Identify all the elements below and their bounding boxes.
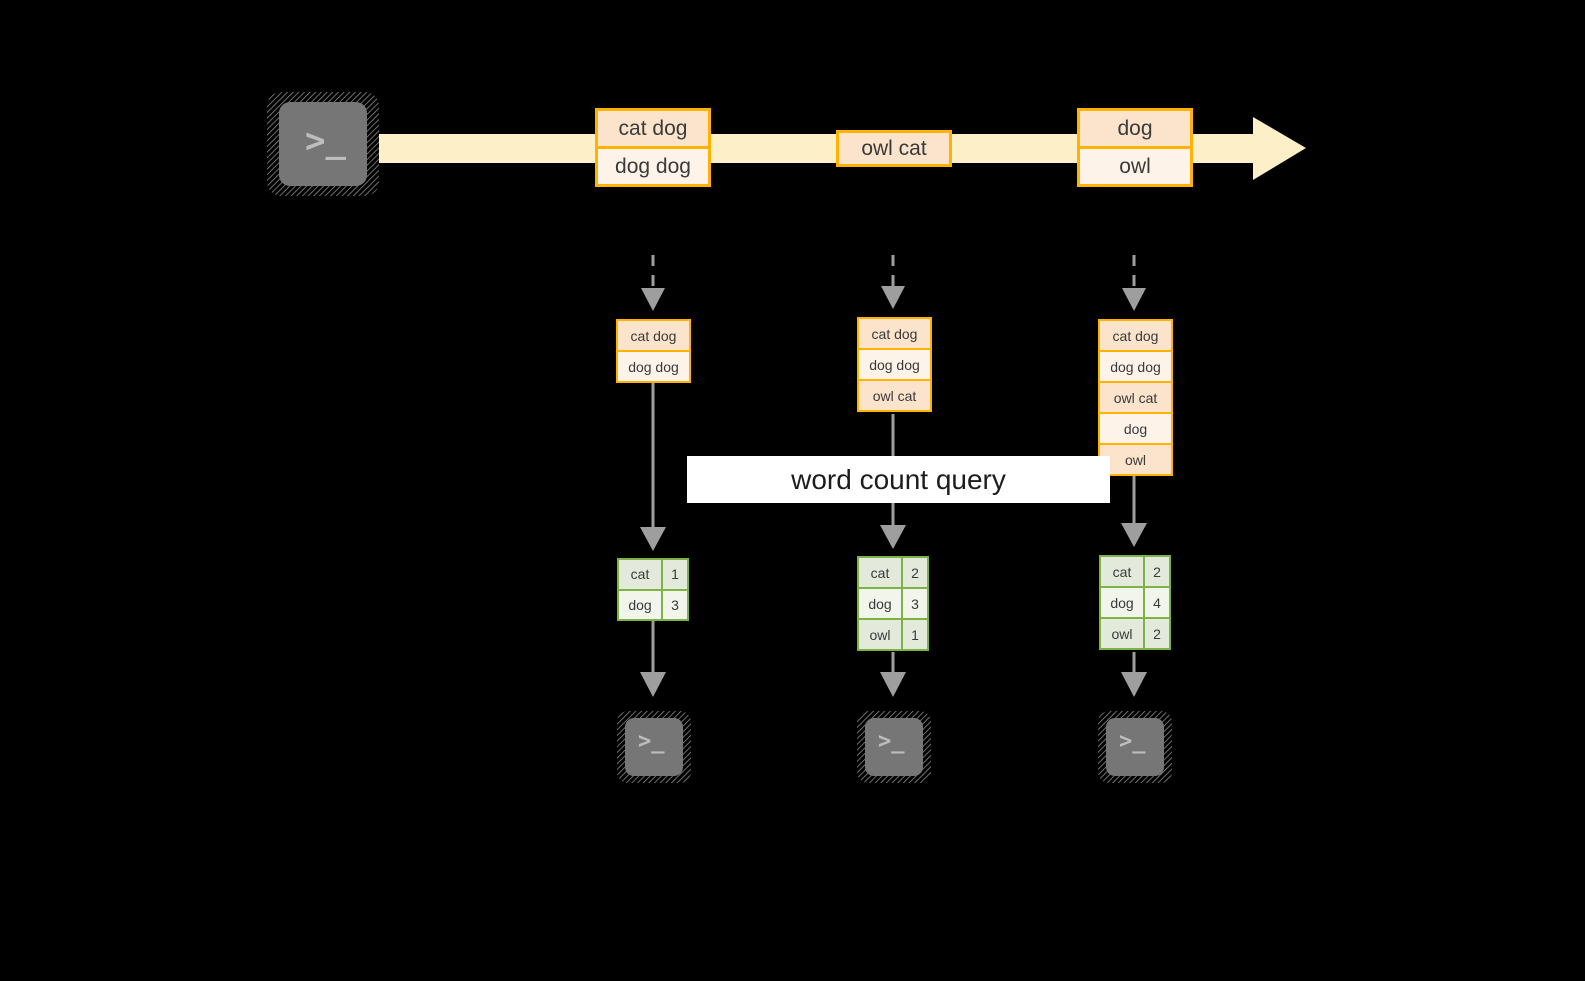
solid-down-arrow-head <box>880 672 906 697</box>
record-line: dog dog <box>1100 350 1171 381</box>
record-line: owl cat <box>1100 381 1171 412</box>
count-cell: 3 <box>661 590 687 619</box>
source-terminal-icon <box>267 92 379 196</box>
sink-terminal-icon <box>1098 711 1172 783</box>
record-line: owl <box>1100 443 1171 474</box>
word-cell: dog <box>1101 588 1143 617</box>
word-cell: dog <box>859 589 901 618</box>
word-cell: owl <box>1101 619 1143 648</box>
solid-down-arrow-head <box>1121 523 1147 547</box>
stream-batch-3[interactable]: dog owl <box>1077 108 1193 187</box>
word-cell: cat <box>1101 557 1143 586</box>
count-cell: 1 <box>901 620 927 649</box>
record-line: dog dog <box>859 348 930 379</box>
record-line: cat dog <box>598 111 708 146</box>
word-cell: cat <box>859 558 901 587</box>
table-row: owl 2 <box>1101 617 1169 648</box>
record-line: cat dog <box>618 321 689 350</box>
record-line: dog dog <box>618 350 689 381</box>
solid-down-arrow-head <box>640 527 666 551</box>
record-line: cat dog <box>859 319 930 348</box>
table-row: cat 1 <box>619 560 687 589</box>
stream-batch-2[interactable]: owl cat <box>836 130 952 167</box>
dashed-down-arrow-head <box>881 286 905 309</box>
record-line: owl cat <box>839 133 949 164</box>
query-label: word count query <box>687 456 1110 503</box>
table-row: dog 4 <box>1101 586 1169 617</box>
stream-batch-1[interactable]: cat dog dog dog <box>595 108 711 187</box>
solid-down-arrow-head <box>880 525 906 549</box>
count-cell: 2 <box>901 558 927 587</box>
table-row: owl 1 <box>859 618 927 649</box>
table-row: dog 3 <box>619 588 687 619</box>
record-line: owl cat <box>859 379 930 410</box>
count-cell: 3 <box>901 589 927 618</box>
input-table-trigger-1[interactable]: cat dog dog dog <box>616 319 691 383</box>
word-cell: cat <box>619 560 661 589</box>
result-table-trigger-1[interactable]: cat 1 dog 3 <box>617 558 689 621</box>
terminal-prompt-glyph: >_ <box>305 121 346 161</box>
record-line: cat dog <box>1100 321 1171 350</box>
count-cell: 4 <box>1143 588 1169 617</box>
solid-down-arrow-head <box>1121 672 1147 697</box>
word-cell: owl <box>859 620 901 649</box>
dashed-down-arrow-head <box>641 288 665 311</box>
record-line: dog <box>1100 412 1171 443</box>
result-table-trigger-2[interactable]: cat 2 dog 3 owl 1 <box>857 556 929 651</box>
record-line: owl <box>1080 146 1190 184</box>
table-row: dog 3 <box>859 587 927 618</box>
record-line: dog <box>1080 111 1190 146</box>
table-row: cat 2 <box>1101 557 1169 586</box>
terminal-prompt-glyph: >_ <box>638 729 665 754</box>
count-cell: 2 <box>1143 619 1169 648</box>
word-cell: dog <box>619 590 661 619</box>
terminal-prompt-glyph: >_ <box>878 729 905 754</box>
dashed-down-arrow-head <box>1122 288 1146 311</box>
table-row: cat 2 <box>859 558 927 587</box>
count-cell: 2 <box>1143 557 1169 586</box>
sink-terminal-icon <box>857 711 931 783</box>
input-table-trigger-3[interactable]: cat dog dog dog owl cat dog owl <box>1098 319 1173 476</box>
record-line: dog dog <box>598 146 708 184</box>
input-table-trigger-2[interactable]: cat dog dog dog owl cat <box>857 317 932 412</box>
terminal-prompt-glyph: >_ <box>1119 729 1146 754</box>
solid-down-arrow-head <box>640 672 666 697</box>
result-table-trigger-3[interactable]: cat 2 dog 4 owl 2 <box>1099 555 1171 650</box>
count-cell: 1 <box>661 560 687 589</box>
sink-terminal-icon <box>617 711 691 783</box>
